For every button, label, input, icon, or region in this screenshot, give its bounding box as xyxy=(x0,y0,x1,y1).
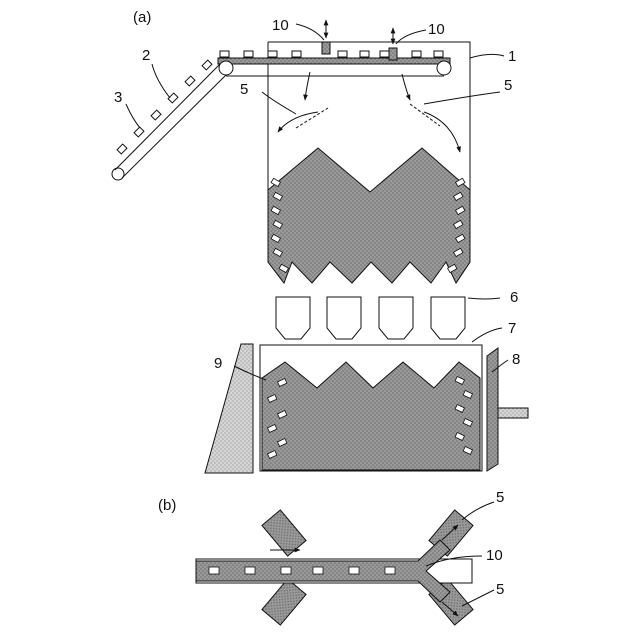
label-1: 1 xyxy=(508,48,516,65)
inclined-conveyor xyxy=(112,60,227,180)
sensor-left xyxy=(322,20,330,54)
label-9: 9 xyxy=(214,355,222,372)
deflector-left xyxy=(296,108,328,128)
label-3: 3 xyxy=(114,89,122,106)
panel-a-tag: (a) xyxy=(133,9,151,26)
label-5-right: 5 xyxy=(504,77,512,94)
panel-b-tag: (b) xyxy=(158,497,176,514)
label-6: 6 xyxy=(510,289,518,306)
container xyxy=(260,345,482,471)
hopper-pile xyxy=(268,148,470,283)
label-10-right: 10 xyxy=(428,21,445,38)
b-label-5-bottom: 5 xyxy=(496,581,504,598)
buckets xyxy=(276,297,465,339)
pusher-plate xyxy=(487,348,528,471)
b-label-5-top: 5 xyxy=(496,489,504,506)
top-view xyxy=(196,510,473,625)
label-5-left: 5 xyxy=(240,81,248,98)
label-8: 8 xyxy=(512,351,520,368)
conveyor-fragments xyxy=(117,60,212,154)
label-2: 2 xyxy=(142,47,150,64)
label-7: 7 xyxy=(508,320,516,337)
sensor-right xyxy=(389,28,397,60)
horizontal-conveyor xyxy=(218,51,451,76)
wedge xyxy=(205,344,253,473)
label-10-left: 10 xyxy=(272,17,289,34)
deflector-right xyxy=(410,104,440,126)
trajectories xyxy=(278,72,460,152)
b-label-10: 10 xyxy=(486,547,503,564)
